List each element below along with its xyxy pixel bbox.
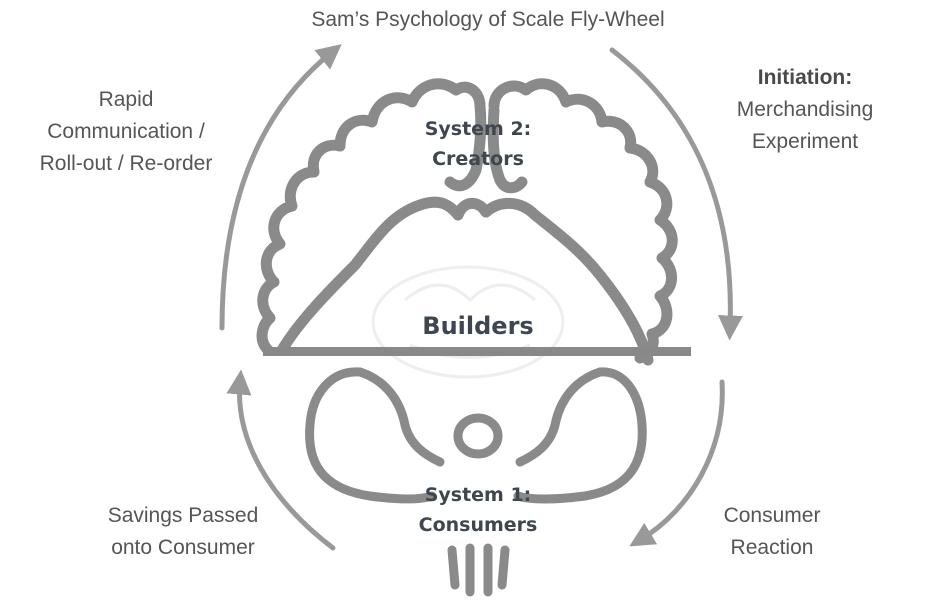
rollout-line-2: Communication / <box>47 120 205 143</box>
arrow-bottom-left <box>226 369 336 551</box>
brain-upper-outline <box>256 78 678 366</box>
diagram-title: Sam’s Psychology of Scale Fly-Wheel <box>311 8 665 31</box>
arrow-bottom-right <box>629 379 725 547</box>
rollout-label-group: Rapid Communication / Roll-out / Re-orde… <box>18 84 234 180</box>
builders-divider-bar <box>263 347 691 356</box>
builders-label: Builders <box>422 312 534 340</box>
system1-label: System 1: <box>424 484 532 506</box>
arrow-top-left <box>219 44 342 331</box>
reaction-line-2: Reaction <box>730 536 814 559</box>
arrow-top-right <box>609 47 743 341</box>
savings-line-1: Savings Passed <box>107 504 259 527</box>
reaction-line-1: Consumer <box>723 504 821 527</box>
consumers-label: Consumers <box>418 514 538 536</box>
initiation-heading: Initiation: <box>757 66 853 89</box>
initiation-line-1: Merchandising <box>736 98 874 121</box>
rollout-line-1: Rapid <box>98 88 154 111</box>
creators-label: Creators <box>432 148 524 170</box>
brain-lower-outline <box>305 367 647 597</box>
system2-label: System 2: <box>424 118 532 140</box>
initiation-label-group: Initiation: Merchandising Experiment <box>712 62 898 158</box>
initiation-line-2: Experiment <box>751 130 859 153</box>
savings-label-group: Savings Passed onto Consumer <box>78 500 288 564</box>
reaction-label-group: Consumer Reaction <box>702 500 842 564</box>
flywheel-arrows <box>219 44 743 551</box>
rollout-line-3: Roll-out / Re-order <box>39 152 213 175</box>
savings-line-2: onto Consumer <box>111 536 255 559</box>
